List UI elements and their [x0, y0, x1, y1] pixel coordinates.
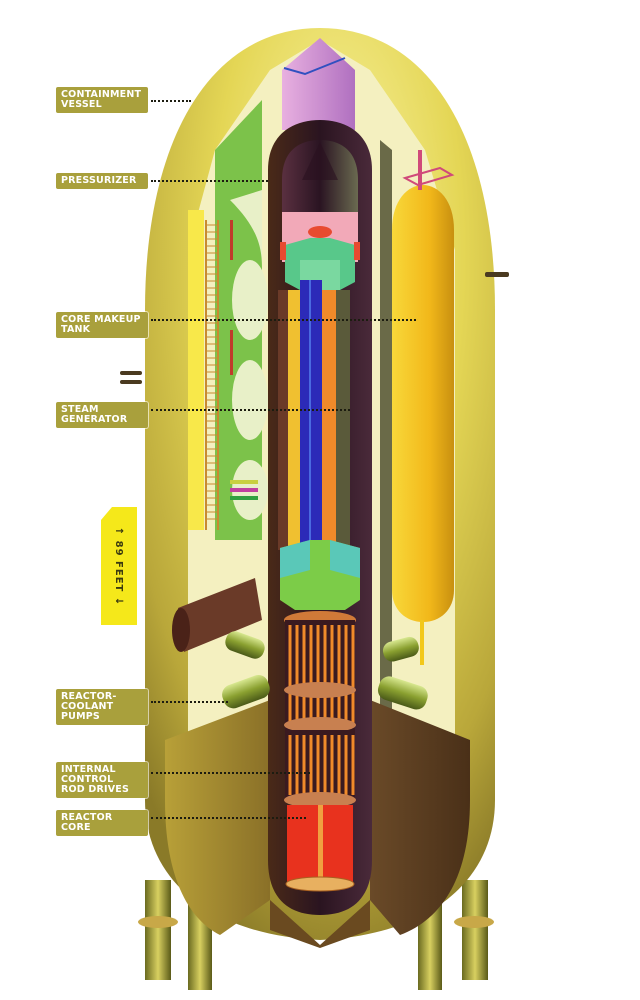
- label-text: PUMPS: [61, 711, 100, 722]
- label-text: CONTAINMENT: [61, 89, 142, 100]
- label-text: PRESSURIZER: [61, 175, 137, 186]
- leader-line-containment-vessel: [151, 100, 191, 102]
- leader-line-reactor-coolant-pumps: [151, 701, 228, 703]
- leader-line-steam-generator: [151, 409, 350, 411]
- control-rod-assembly: [284, 611, 356, 808]
- label-reactor-core: REACTOR CORE: [56, 810, 148, 836]
- label-text: INTERNAL CONTROL: [61, 764, 116, 785]
- core-makeup-tank: [392, 150, 455, 665]
- label-text: CORE MAKEUP TANK: [61, 314, 141, 335]
- coolant-pipe: [172, 578, 262, 652]
- label-text: REACTOR CORE: [61, 812, 113, 833]
- leader-line-core-makeup-tank: [151, 319, 416, 321]
- ladder: [205, 220, 219, 530]
- reactor-coolant-pumps: [222, 631, 428, 710]
- label-text: VESSEL: [61, 99, 102, 110]
- label-pressurizer: PRESSURIZER: [56, 173, 148, 189]
- leader-line-pressurizer: [151, 180, 268, 182]
- label-text: STEAM GENERATOR: [61, 404, 128, 425]
- label-internal-control-rod-drives: INTERNAL CONTROL ROD DRIVES: [56, 762, 148, 798]
- label-core-makeup-tank: CORE MAKEUP TANK: [56, 312, 148, 338]
- leader-line-reactor-core: [151, 817, 306, 819]
- height-dimension-label: ↑ 89 FEET ↓: [101, 507, 137, 625]
- height-dimension-text: ↑ 89 FEET ↓: [113, 526, 125, 606]
- label-containment-vessel: CONTAINMENT VESSEL: [56, 87, 148, 113]
- label-reactor-coolant-pumps: REACTOR-COOLANT PUMPS: [56, 689, 148, 725]
- label-text: REACTOR-COOLANT: [61, 691, 117, 712]
- dimension-tab: [101, 507, 137, 625]
- leader-line-internal-control-rod-drives: [151, 772, 310, 774]
- label-text: ROD DRIVES: [61, 784, 130, 795]
- label-steam-generator: STEAM GENERATOR: [56, 402, 148, 428]
